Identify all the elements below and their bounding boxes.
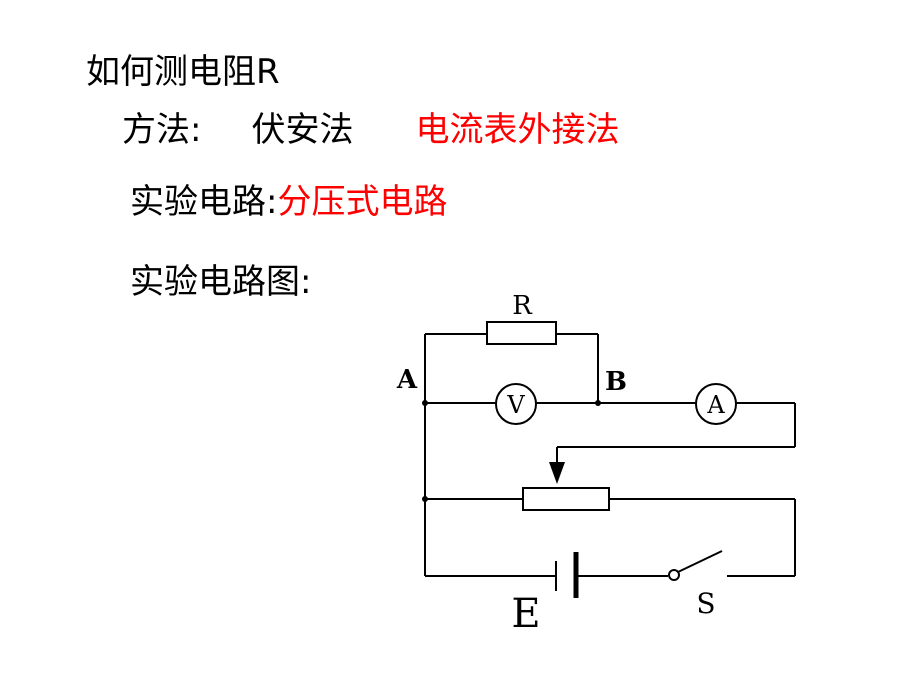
circuit-type-label: 实验电路: — [130, 182, 278, 222]
junction-rheostat — [422, 496, 428, 502]
switch-pivot — [668, 569, 680, 581]
slide-title: 如何测电阻R — [86, 52, 280, 92]
circuit-type-line: 实验电路:分压式电路 — [130, 182, 447, 222]
ammeter-label: A — [706, 391, 725, 419]
rheostat — [522, 487, 610, 511]
resistor — [486, 321, 557, 345]
circuit-type-value: 分压式电路 — [277, 182, 448, 222]
method-line: 方法: 伏安法 电流表外接法 — [122, 110, 619, 150]
node-b-label: B — [605, 367, 627, 397]
voltmeter-label: V — [506, 391, 525, 419]
diagram-caption: 实验电路图: — [130, 262, 312, 302]
node-a-label: A — [396, 365, 418, 395]
resistor-label: R — [512, 291, 533, 321]
slider-arrow-icon — [549, 462, 565, 484]
switch-blade — [677, 550, 723, 573]
method-value: 伏安法 — [251, 110, 354, 150]
method-highlight: 电流表外接法 — [415, 110, 620, 150]
switch-label: S — [696, 587, 715, 620]
junction-a — [422, 400, 428, 406]
method-label: 方法: — [122, 110, 202, 150]
source-label: E — [511, 591, 540, 637]
junction-b — [595, 400, 601, 406]
